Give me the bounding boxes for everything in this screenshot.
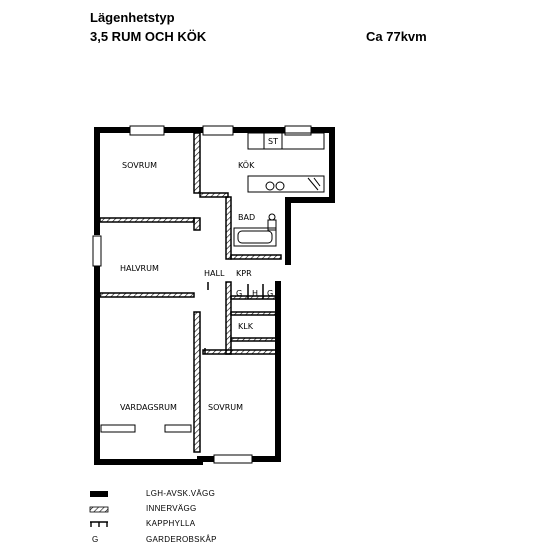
legend-wardrobe-symbol: G [92,535,99,544]
apartment-area: Ca 77kvm [366,29,427,44]
windows [92,125,312,464]
stove-label: ST [268,137,278,146]
legend-inner-wall-label: INNERVÄGG [146,504,197,513]
legend-hat-shelf-label: KAPPHYLLA [146,519,196,528]
title: Lägenhetstyp [90,10,175,25]
room-label-hall: HALL [204,269,225,278]
room-label-living-room: VARDAGSRUM [120,403,177,412]
room-labels: SOVRUM KÖK ST BAD HALVRUM HALL KPR G H G… [120,137,278,412]
inner-walls [99,132,282,453]
room-label-closet-klk: KLK [238,322,254,331]
bathroom-fixtures [233,213,277,247]
room-label-half-room: HALVRUM [120,264,159,273]
legend-apartment-wall-symbol [90,491,108,497]
legend-apartment-wall-label: LGH-AVSK.VÄGG [146,489,216,498]
legend-inner-wall-symbol [89,506,109,513]
legend-wardrobe-label: GARDEROBSKÅP [146,535,217,544]
door-openings [204,282,209,354]
apartment-type: 3,5 RUM OCH KÖK [90,29,207,44]
wardrobe-label-2: H [252,289,258,298]
room-label-bath: BAD [238,213,255,222]
room-label-bedroom-top: SOVRUM [122,161,157,170]
room-label-kitchen: KÖK [238,160,255,170]
kitchen-counter [247,132,325,193]
room-label-closet-kpr: KPR [236,269,252,278]
legend-symbols [89,491,109,527]
wardrobe-label-1: G [236,289,242,298]
wardrobe-label-3: G [267,289,273,298]
room-label-bedroom-bottom: SOVRUM [208,403,243,412]
legend-hat-shelf-symbol [90,521,108,527]
